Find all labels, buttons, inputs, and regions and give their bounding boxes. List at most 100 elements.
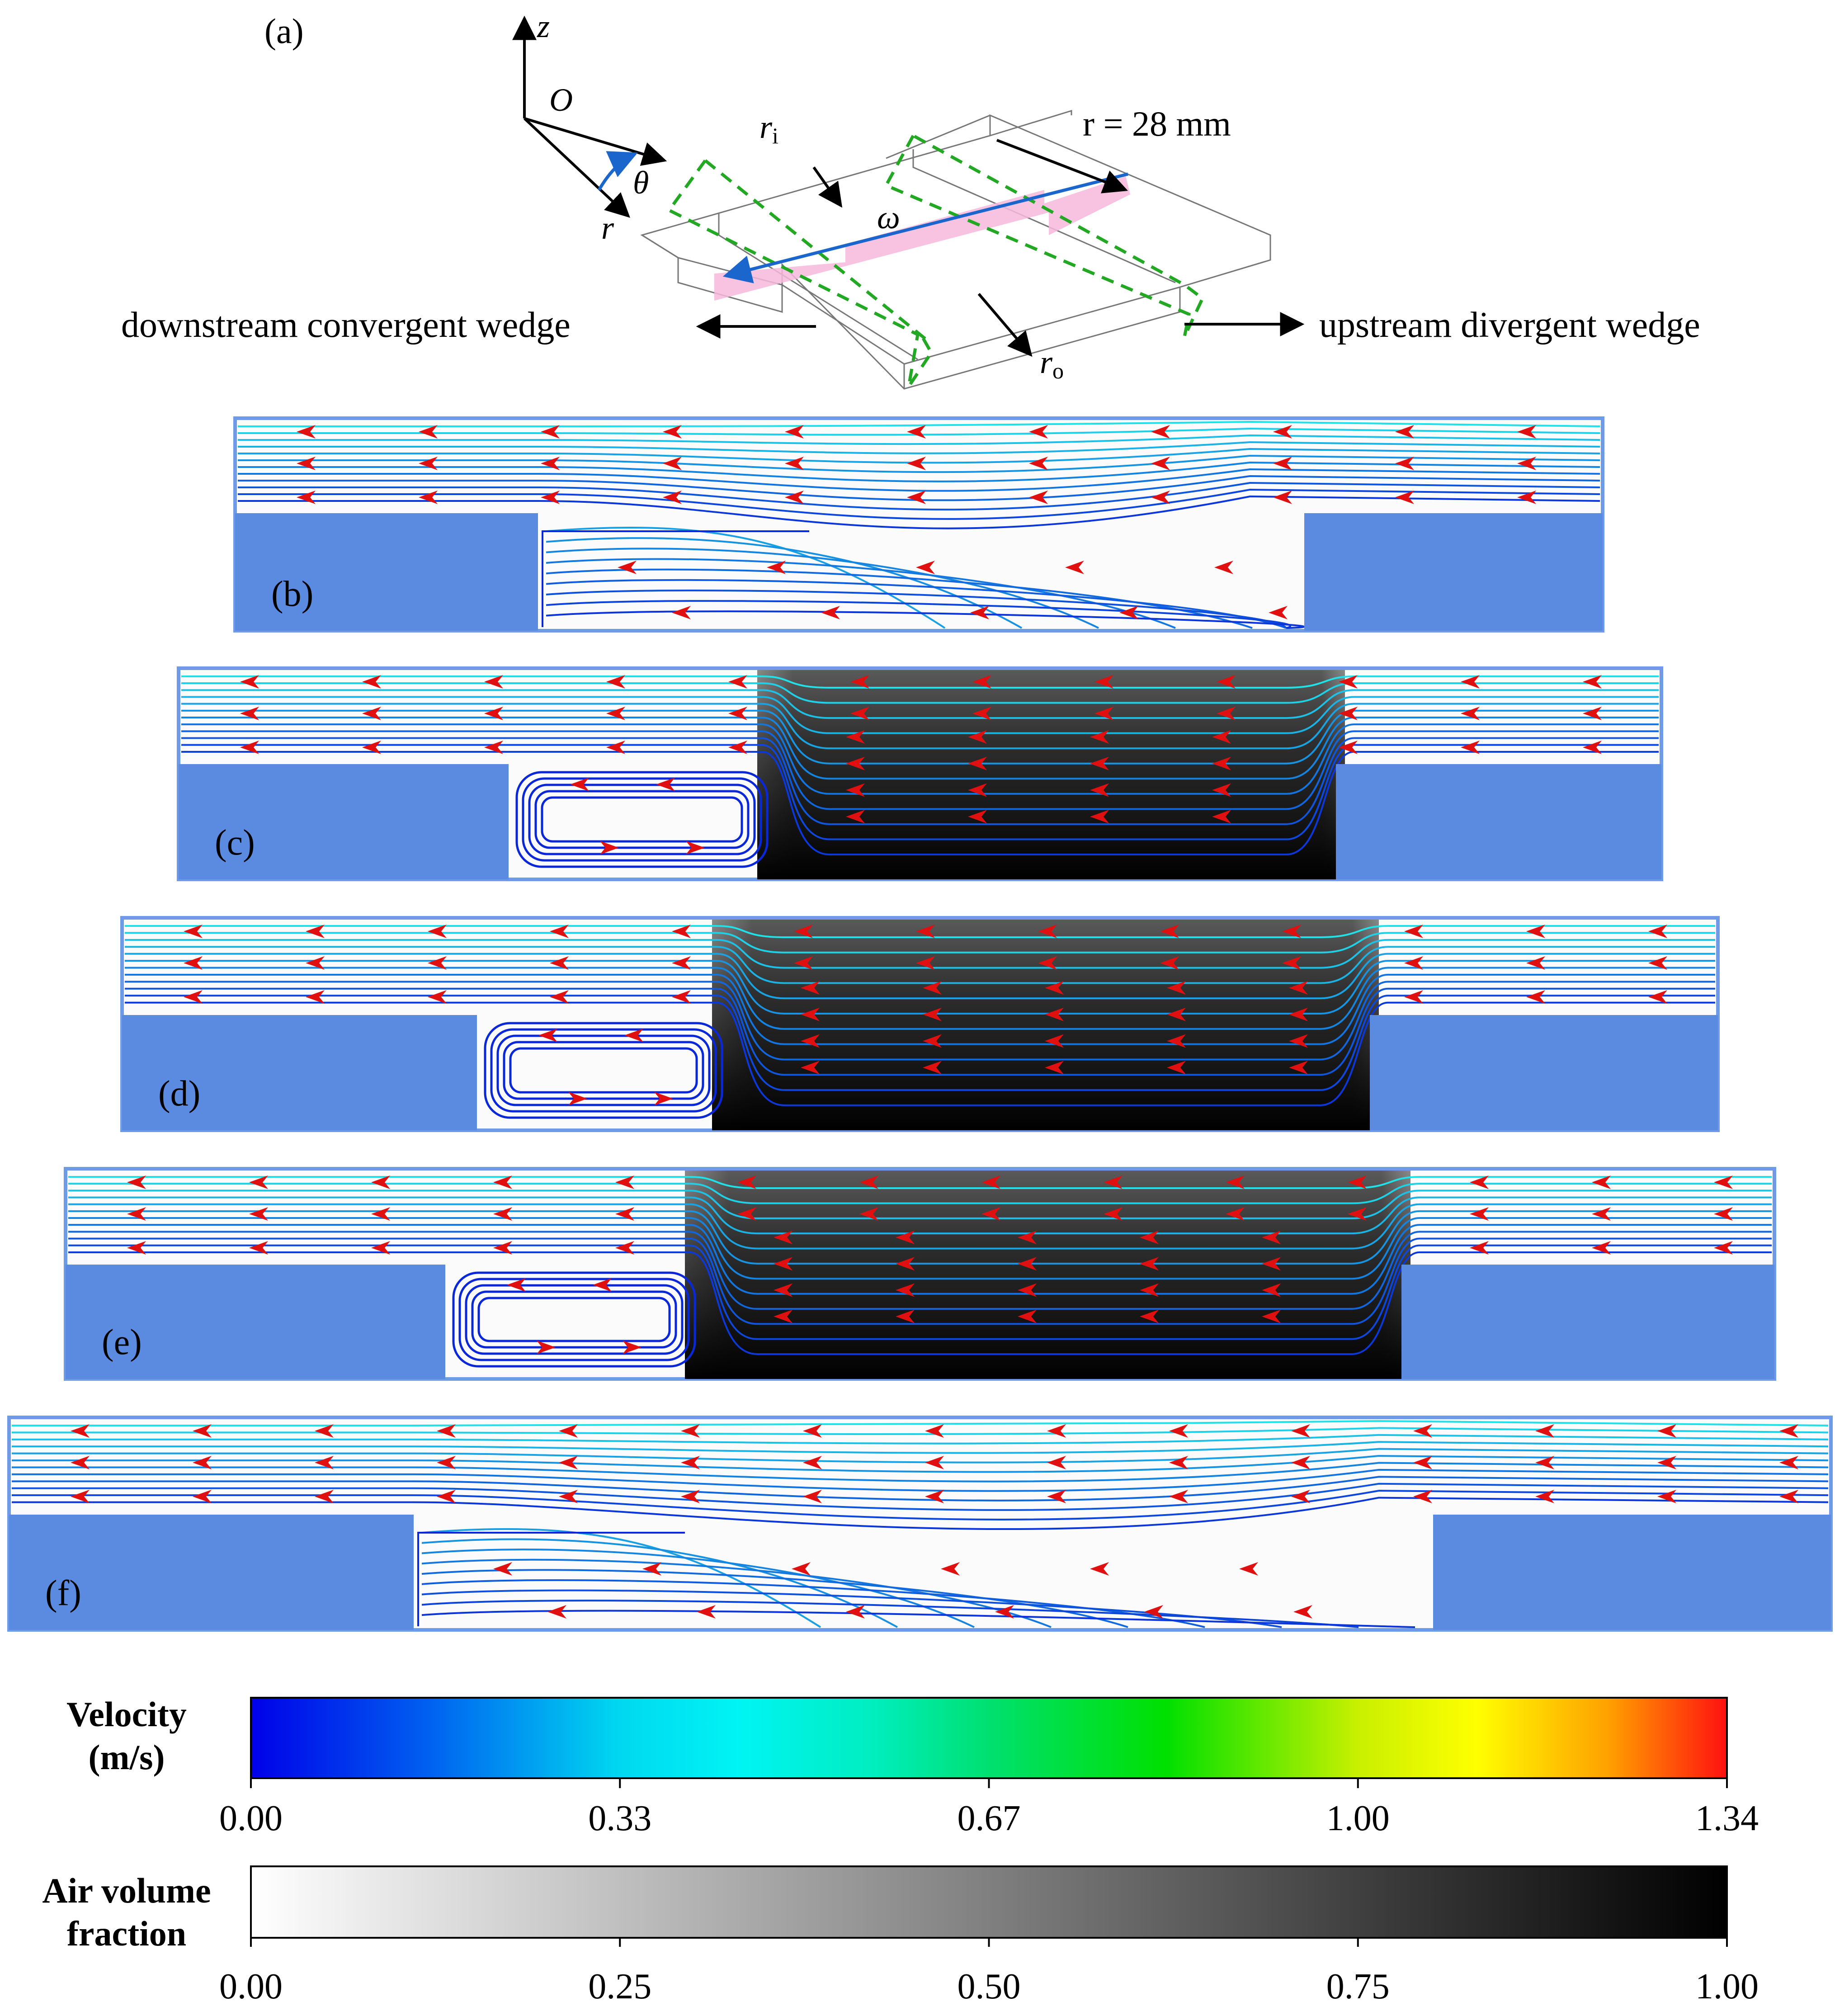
flow-arrow bbox=[419, 457, 438, 470]
solid-land-right bbox=[1370, 1015, 1718, 1130]
flow-arrow bbox=[1104, 1176, 1123, 1189]
flow-arrow bbox=[568, 1092, 587, 1105]
colorbar-tick-label: 0.25 bbox=[588, 1967, 651, 2007]
velocity-bar-title-2: (m/s) bbox=[89, 1737, 165, 1777]
air-gradient-bar bbox=[250, 1865, 1728, 1939]
flow-arrow bbox=[484, 675, 503, 689]
flow-arrow bbox=[193, 1490, 212, 1503]
flow-arrow bbox=[821, 606, 840, 619]
flow-arrow bbox=[1160, 925, 1179, 938]
flow-arrow bbox=[642, 1562, 661, 1576]
recirculation-vortex bbox=[484, 1022, 723, 1119]
flow-arrow bbox=[774, 1283, 792, 1297]
flow-arrow bbox=[1018, 1309, 1037, 1323]
flow-arrow bbox=[1291, 1490, 1310, 1503]
flow-arrow bbox=[1018, 1257, 1037, 1271]
flow-arrow bbox=[907, 425, 926, 439]
flow-arrow bbox=[1339, 675, 1358, 689]
flow-arrow bbox=[1404, 990, 1423, 1004]
flow-arrow bbox=[1119, 606, 1138, 619]
flow-arrow bbox=[1348, 1207, 1367, 1221]
flow-arrow bbox=[1526, 925, 1545, 938]
flow-panel-1: (b) bbox=[233, 416, 1604, 633]
flow-arrow bbox=[1018, 1283, 1037, 1297]
flow-arrow bbox=[1269, 606, 1288, 619]
flow-arrow bbox=[672, 925, 691, 938]
flow-arrow bbox=[1090, 1562, 1109, 1576]
flow-arrow bbox=[1461, 741, 1480, 754]
flow-arrow bbox=[923, 1034, 942, 1048]
air-bar-title-1: Air volume bbox=[42, 1871, 211, 1910]
flow-arrow bbox=[1217, 675, 1236, 689]
flow-panel-4: (e) bbox=[64, 1167, 1776, 1381]
flow-arrow bbox=[538, 1029, 557, 1042]
flow-arrow bbox=[437, 1424, 456, 1438]
flow-arrow bbox=[624, 1029, 643, 1042]
flow-arrow bbox=[728, 675, 747, 689]
flow-arrow bbox=[1395, 425, 1414, 439]
flow-arrow bbox=[801, 1061, 820, 1075]
flow-arrow bbox=[1160, 956, 1179, 970]
flow-arrow bbox=[419, 425, 438, 439]
air-fraction-field bbox=[712, 920, 1379, 1130]
flow-arrow bbox=[184, 925, 203, 938]
colorbar-tick-label: 1.00 bbox=[1326, 1799, 1390, 1838]
axis-z-label: z bbox=[537, 8, 550, 44]
flow-arrow bbox=[1029, 457, 1048, 470]
flow-arrow bbox=[127, 1241, 146, 1255]
flow-arrow bbox=[1273, 457, 1292, 470]
flow-arrow bbox=[803, 1424, 822, 1438]
flow-arrow bbox=[615, 1241, 634, 1255]
flow-arrow bbox=[593, 1278, 612, 1292]
flow-arrow bbox=[428, 925, 447, 938]
velocity-gradient-bar bbox=[250, 1697, 1728, 1779]
streamlines bbox=[125, 925, 1715, 1106]
flow-arrow bbox=[1657, 1424, 1676, 1438]
flow-arrow bbox=[1090, 810, 1109, 824]
flow-arrow bbox=[907, 491, 926, 504]
flow-arrow bbox=[1339, 741, 1358, 754]
flow-arrow bbox=[1169, 1456, 1188, 1469]
flow-arrow bbox=[493, 1207, 512, 1221]
flow-arrow bbox=[1047, 1424, 1066, 1438]
flow-arrow bbox=[1038, 956, 1057, 970]
flow-arrow bbox=[846, 783, 865, 797]
flow-panel-2: (c) bbox=[177, 666, 1663, 881]
flow-arrow bbox=[315, 1424, 334, 1438]
flow-arrow bbox=[1526, 956, 1545, 970]
flow-arrow bbox=[916, 925, 935, 938]
origin-label: O bbox=[549, 82, 573, 118]
flow-arrow bbox=[981, 1176, 1000, 1189]
flow-arrow bbox=[801, 1007, 820, 1021]
flow-arrow bbox=[728, 707, 747, 720]
colorbar-tick-label: 0.75 bbox=[1326, 1967, 1390, 2007]
flow-arrow bbox=[315, 1456, 334, 1469]
flow-arrow bbox=[1293, 1605, 1312, 1619]
flow-arrow bbox=[550, 925, 569, 938]
axis-r-label: r bbox=[601, 210, 614, 246]
flow-arrow bbox=[1461, 707, 1480, 720]
flow-arrow bbox=[1262, 1257, 1281, 1271]
flow-arrow bbox=[923, 1007, 942, 1021]
flow-arrow bbox=[1029, 491, 1048, 504]
flow-arrow bbox=[1262, 1309, 1281, 1323]
flow-arrow bbox=[925, 1456, 944, 1469]
colorbar-tick-label: 1.00 bbox=[1695, 1967, 1759, 2007]
theta-label: θ bbox=[633, 165, 649, 201]
colorbar-tick-label: 0.67 bbox=[958, 1799, 1021, 1838]
flow-arrow bbox=[1226, 1176, 1245, 1189]
flow-arrow bbox=[1657, 1456, 1676, 1469]
flow-arrow bbox=[803, 1456, 822, 1469]
flow-arrow bbox=[1094, 675, 1113, 689]
flow-arrow bbox=[1151, 425, 1170, 439]
flow-arrow bbox=[1339, 707, 1358, 720]
flow-arrow bbox=[737, 1176, 756, 1189]
flow-arrow bbox=[663, 457, 682, 470]
flow-arrow bbox=[968, 783, 987, 797]
flow-arrow bbox=[663, 491, 682, 504]
wedge-boundaries-dashed bbox=[666, 133, 1205, 387]
solid-land-left bbox=[179, 764, 509, 879]
flow-arrow bbox=[1045, 1061, 1064, 1075]
left-wedge-label: downstream convergent wedge bbox=[121, 305, 571, 345]
